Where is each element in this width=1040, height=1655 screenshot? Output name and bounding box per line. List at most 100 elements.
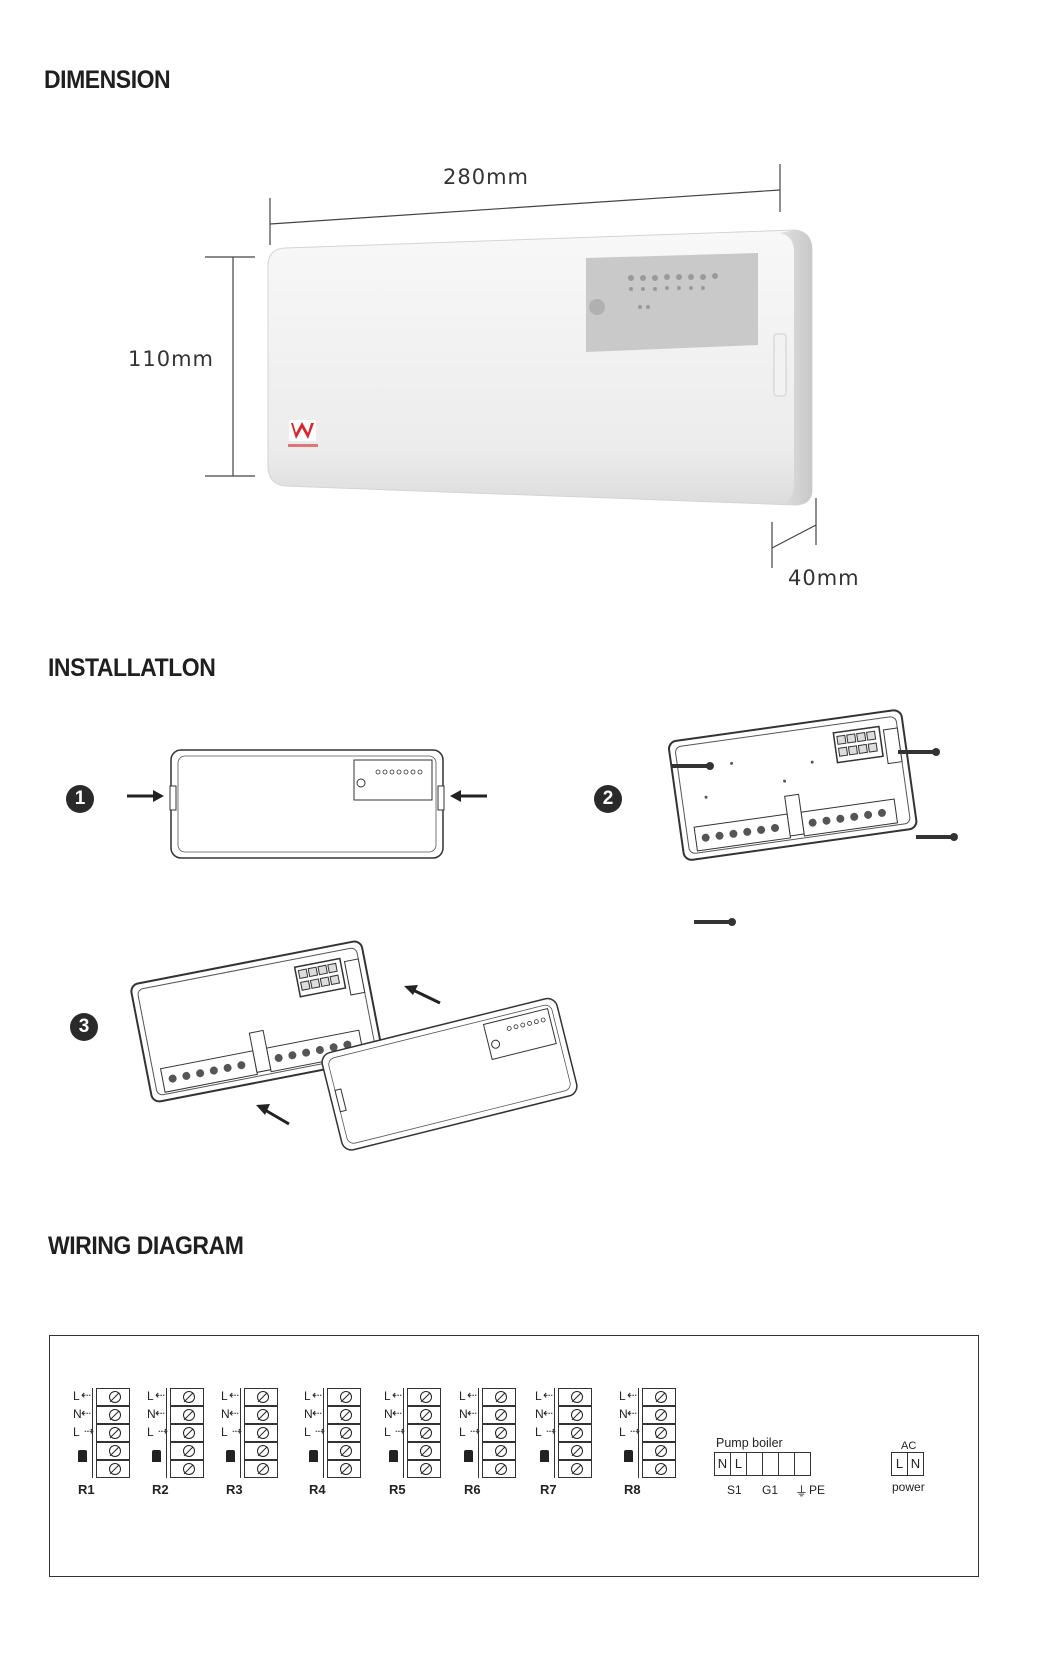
relay-contact-icon	[309, 1450, 318, 1462]
arrow-right-icon: ⇢	[158, 1424, 169, 1438]
relay-contact-icon	[624, 1450, 633, 1462]
dimension-depth: 40mm	[788, 566, 860, 590]
terminal-line-label: L	[304, 1425, 311, 1439]
screw-icon	[340, 1445, 352, 1457]
terminal-line-label: L	[384, 1389, 391, 1403]
screw-icon	[257, 1427, 269, 1439]
screw-terminal	[482, 1424, 516, 1442]
dimension-height: 110mm	[128, 347, 214, 371]
screw-icon	[183, 1391, 195, 1403]
terminal-line-label: L	[304, 1389, 311, 1403]
screw-terminal	[170, 1406, 204, 1424]
arrow-left-icon: ⇠	[312, 1406, 323, 1420]
terminal-line-label: L	[73, 1425, 80, 1439]
arrow-right-icon: ⇢	[395, 1424, 406, 1438]
relay-label: R1	[78, 1482, 95, 1497]
installation-step-3-drawing	[130, 940, 578, 1151]
pump-boiler-cell	[795, 1453, 810, 1475]
wiring-diagram-heading: WIRING DIAGRAM	[48, 1232, 244, 1260]
screw-icon	[571, 1463, 583, 1475]
arrow-left-icon: ⇠	[81, 1388, 92, 1402]
arrow-left-icon: ⇠	[627, 1406, 638, 1420]
screw-icon	[109, 1427, 121, 1439]
terminal-line-label: L	[619, 1389, 626, 1403]
arrow-left-icon: ⇠	[467, 1388, 478, 1402]
terminal-line-label: L	[147, 1425, 154, 1439]
terminal-bracket	[638, 1388, 643, 1478]
terminal-line-label: L	[459, 1425, 466, 1439]
screw-terminal	[407, 1406, 441, 1424]
terminal-line-label: N	[73, 1407, 82, 1421]
screw-terminal	[96, 1460, 130, 1478]
pump-boiler-cell	[763, 1453, 779, 1475]
arrow-right-icon: ⇢	[84, 1424, 95, 1438]
pump-s1-label: S1	[727, 1483, 742, 1497]
screw-terminal	[96, 1442, 130, 1460]
relay-label: R6	[464, 1482, 481, 1497]
screw-icon	[340, 1463, 352, 1475]
terminal-line-label: L	[535, 1389, 542, 1403]
arrow-left-icon: ⇠	[543, 1388, 554, 1402]
screw-icon	[257, 1391, 269, 1403]
installation-heading: INSTALLATLON	[48, 654, 216, 682]
relay-label: R2	[152, 1482, 169, 1497]
screw-icon	[655, 1409, 667, 1421]
screw-icon	[655, 1445, 667, 1457]
terminal-line-label: L	[147, 1389, 154, 1403]
relay-terminal-6: L⇠N⇠L⇢R6	[458, 1388, 528, 1498]
screw-icon	[655, 1463, 667, 1475]
screw-terminal	[407, 1460, 441, 1478]
screw-icon	[109, 1409, 121, 1421]
screw-icon	[183, 1463, 195, 1475]
screw-terminal	[327, 1460, 361, 1478]
terminal-bracket	[240, 1388, 245, 1478]
screw-icon	[257, 1463, 269, 1475]
relay-label: R4	[309, 1482, 326, 1497]
terminal-bracket	[478, 1388, 483, 1478]
screw-terminal	[482, 1406, 516, 1424]
step-1-badge: 1	[66, 785, 94, 813]
screw-icon	[495, 1427, 507, 1439]
screw-terminal	[558, 1406, 592, 1424]
relay-terminal-4: L⇠N⇠L⇢R4	[303, 1388, 373, 1498]
screw-terminal	[244, 1406, 278, 1424]
relay-label: R3	[226, 1482, 243, 1497]
screw-icon	[340, 1427, 352, 1439]
screw-icon	[257, 1409, 269, 1421]
screw-terminal	[642, 1442, 676, 1460]
terminal-bracket	[323, 1388, 328, 1478]
screw-terminal	[407, 1388, 441, 1406]
screw-icon	[571, 1409, 583, 1421]
screw-icon	[495, 1409, 507, 1421]
step-3-badge: 3	[70, 1013, 98, 1041]
terminal-line-label: L	[221, 1389, 228, 1403]
screw-icon	[420, 1463, 432, 1475]
screw-terminal	[96, 1388, 130, 1406]
screw-icon	[109, 1445, 121, 1457]
dimension-drawing	[205, 164, 817, 568]
screw-terminal	[558, 1388, 592, 1406]
step-2-badge: 2	[594, 785, 622, 813]
terminal-line-label: N	[619, 1407, 628, 1421]
arrow-left-icon: ⇠	[627, 1388, 638, 1402]
screw-icon	[571, 1445, 583, 1457]
screw-terminal	[558, 1442, 592, 1460]
screw-icon	[420, 1427, 432, 1439]
pump-boiler-cell: N	[715, 1453, 731, 1475]
screw-icon	[420, 1391, 432, 1403]
terminal-bracket	[554, 1388, 559, 1478]
arrow-left-icon: ⇠	[155, 1406, 166, 1420]
terminal-bracket	[166, 1388, 171, 1478]
screw-terminal	[642, 1406, 676, 1424]
screw-terminal	[327, 1442, 361, 1460]
screw-icon	[571, 1427, 583, 1439]
screw-terminal	[327, 1424, 361, 1442]
installation-step-2-drawing	[668, 709, 958, 926]
relay-contact-icon	[540, 1450, 549, 1462]
screw-icon	[655, 1427, 667, 1439]
arrow-left-icon: ⇠	[229, 1388, 240, 1402]
screw-icon	[420, 1409, 432, 1421]
relay-contact-icon	[464, 1450, 473, 1462]
relay-terminal-2: L⇠N⇠L⇢R2	[146, 1388, 216, 1498]
screw-terminal	[642, 1388, 676, 1406]
